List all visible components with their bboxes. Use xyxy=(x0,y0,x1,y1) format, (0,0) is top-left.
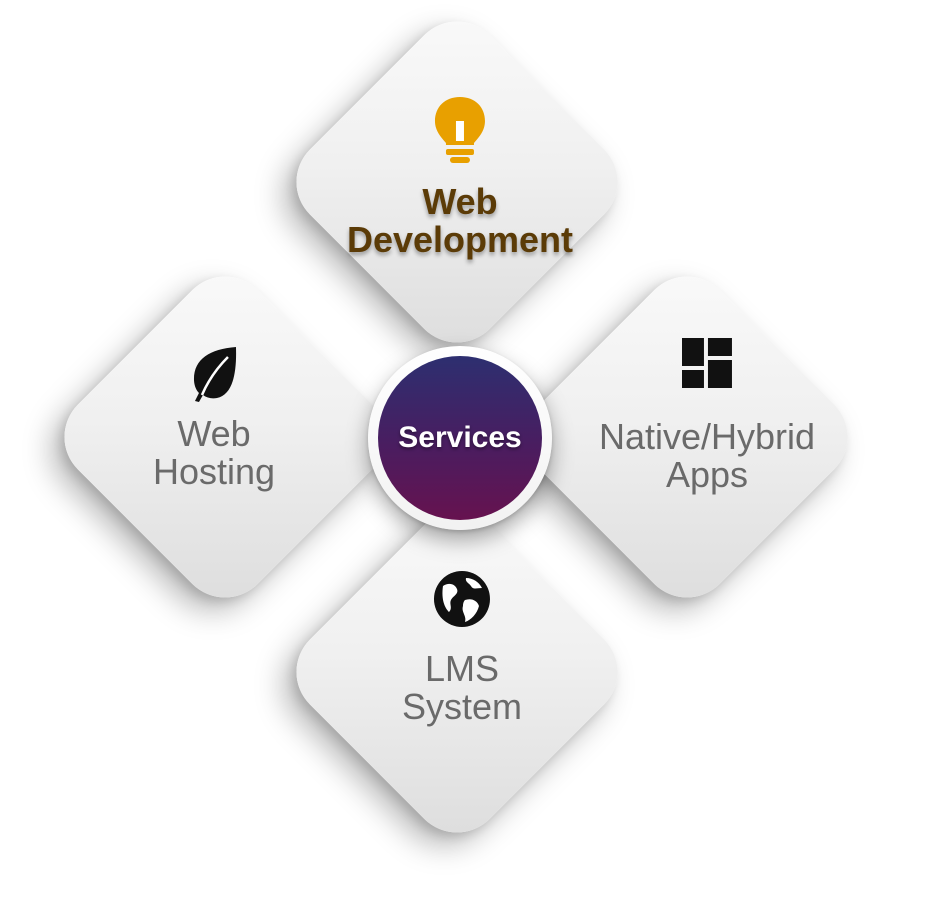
label-line-2: Hosting xyxy=(152,451,276,492)
web-hosting-content: Web Hosting xyxy=(153,345,275,491)
native-hybrid-apps-content: Native/Hybrid Apps xyxy=(599,338,815,494)
lightbulb-icon xyxy=(435,97,485,163)
lms-system-content: LMS System xyxy=(402,570,522,726)
dashboard-icon xyxy=(681,338,732,388)
label-line-1: LMS xyxy=(424,648,500,689)
hub-label: Services xyxy=(398,421,522,454)
label-line-1: Native/Hybrid xyxy=(598,416,816,457)
label-line-1: Web xyxy=(177,413,251,454)
label-line-2: Development xyxy=(346,219,574,260)
label-line-2: System xyxy=(401,686,523,727)
web-development-label: Web Development xyxy=(347,183,573,259)
label-line-1: Web xyxy=(422,181,498,222)
label-line-2: Apps xyxy=(665,454,749,495)
globe-icon xyxy=(434,571,490,627)
web-hosting-label: Web Hosting xyxy=(153,415,275,491)
lms-system-label: LMS System xyxy=(402,650,522,726)
web-development-content: Web Development xyxy=(347,95,573,259)
leaf-icon xyxy=(194,347,237,402)
native-hybrid-apps-label: Native/Hybrid Apps xyxy=(599,418,815,494)
services-hub[interactable]: Services xyxy=(378,356,542,520)
